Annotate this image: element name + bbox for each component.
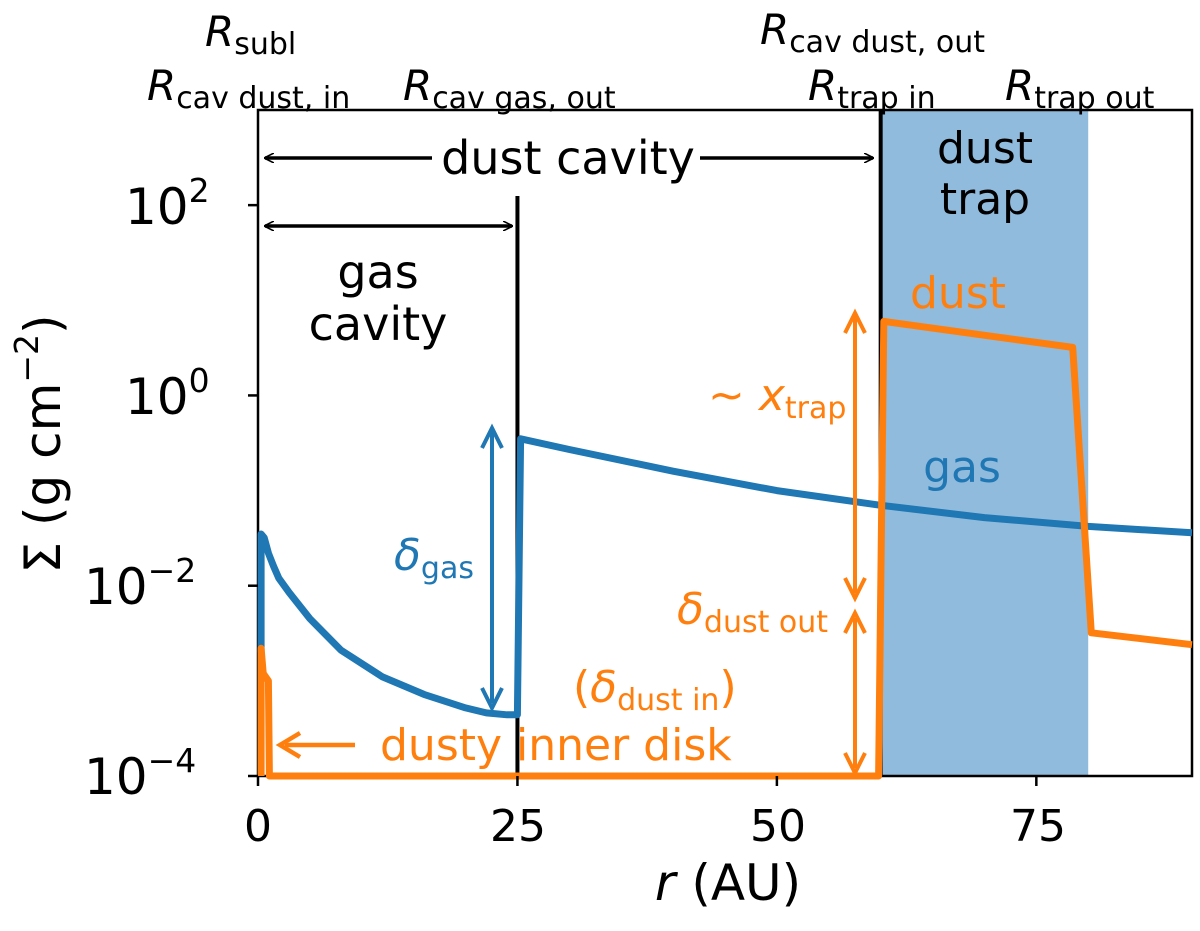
delta-gas-arrow-head-top — [480, 423, 504, 449]
delta-dust-out-arrow-head-top — [843, 608, 867, 634]
dust-cavity-label-bg — [432, 135, 702, 185]
y-tick-label-1e-4: 10−4 — [84, 741, 196, 806]
x-trap-arrow-head-top — [843, 308, 867, 334]
gas-cavity-label-line1: gas — [337, 245, 418, 299]
dust-trap-label-line2: trap — [940, 174, 1030, 225]
gas-series-label: gas — [923, 442, 1001, 493]
y-tick-marks — [248, 203, 258, 778]
dust-series-label: dust — [910, 268, 1006, 319]
x-tick-label-0: 0 — [244, 801, 272, 852]
y-axis-label: Σ (g cm−2) — [7, 315, 72, 574]
delta-dust-in-label: (δdust in) — [573, 662, 737, 718]
y-tick-label-1e0: 100 — [125, 361, 210, 426]
delta-dust-out-label: δdust out — [677, 584, 828, 640]
delta-gas-label: δgas — [394, 530, 474, 586]
x-axis-label: r (AU) — [655, 854, 801, 912]
dust-cavity-label: dust cavity — [441, 131, 695, 185]
label-r-cav-dust-out: Rcav dust, out — [760, 5, 985, 60]
y-tick-label-1e2: 102 — [125, 171, 210, 236]
y-tick-label-1e-2: 10−2 — [84, 551, 196, 616]
gas-series-line — [257, 435, 1193, 719]
delta-gas-arrow-head-bottom — [480, 687, 504, 713]
dust-series-line — [257, 317, 1193, 780]
x-tick-label-25: 25 — [490, 801, 546, 852]
label-r-trap-in: Rtrap in — [808, 61, 936, 116]
dust-trap-region — [880, 110, 1089, 776]
label-r-cav-gas-out: Rcav gas, out — [403, 61, 616, 116]
x-trap-label: ~ xtrap — [708, 370, 846, 426]
x-tick-label-75: 75 — [1010, 801, 1066, 852]
label-r-cav-dust-in: Rcav dust, in — [147, 61, 350, 116]
delta-dust-out-arrow-head-bottom — [843, 752, 867, 778]
x-trap-arrow-head-bottom — [843, 577, 867, 603]
gas-cavity-label-line2: cavity — [309, 297, 448, 351]
dusty-inner-disk-label: dusty inner disk — [380, 720, 732, 771]
dust-trap-label-line1: dust — [937, 123, 1033, 174]
x-tick-label-50: 50 — [750, 801, 806, 852]
x-tick-marks — [256, 776, 1038, 786]
label-r-trap-out: Rtrap out — [1005, 61, 1155, 116]
dusty-inner-disk-arrow-head — [275, 731, 302, 759]
label-r-subl: Rsubl — [205, 7, 296, 62]
